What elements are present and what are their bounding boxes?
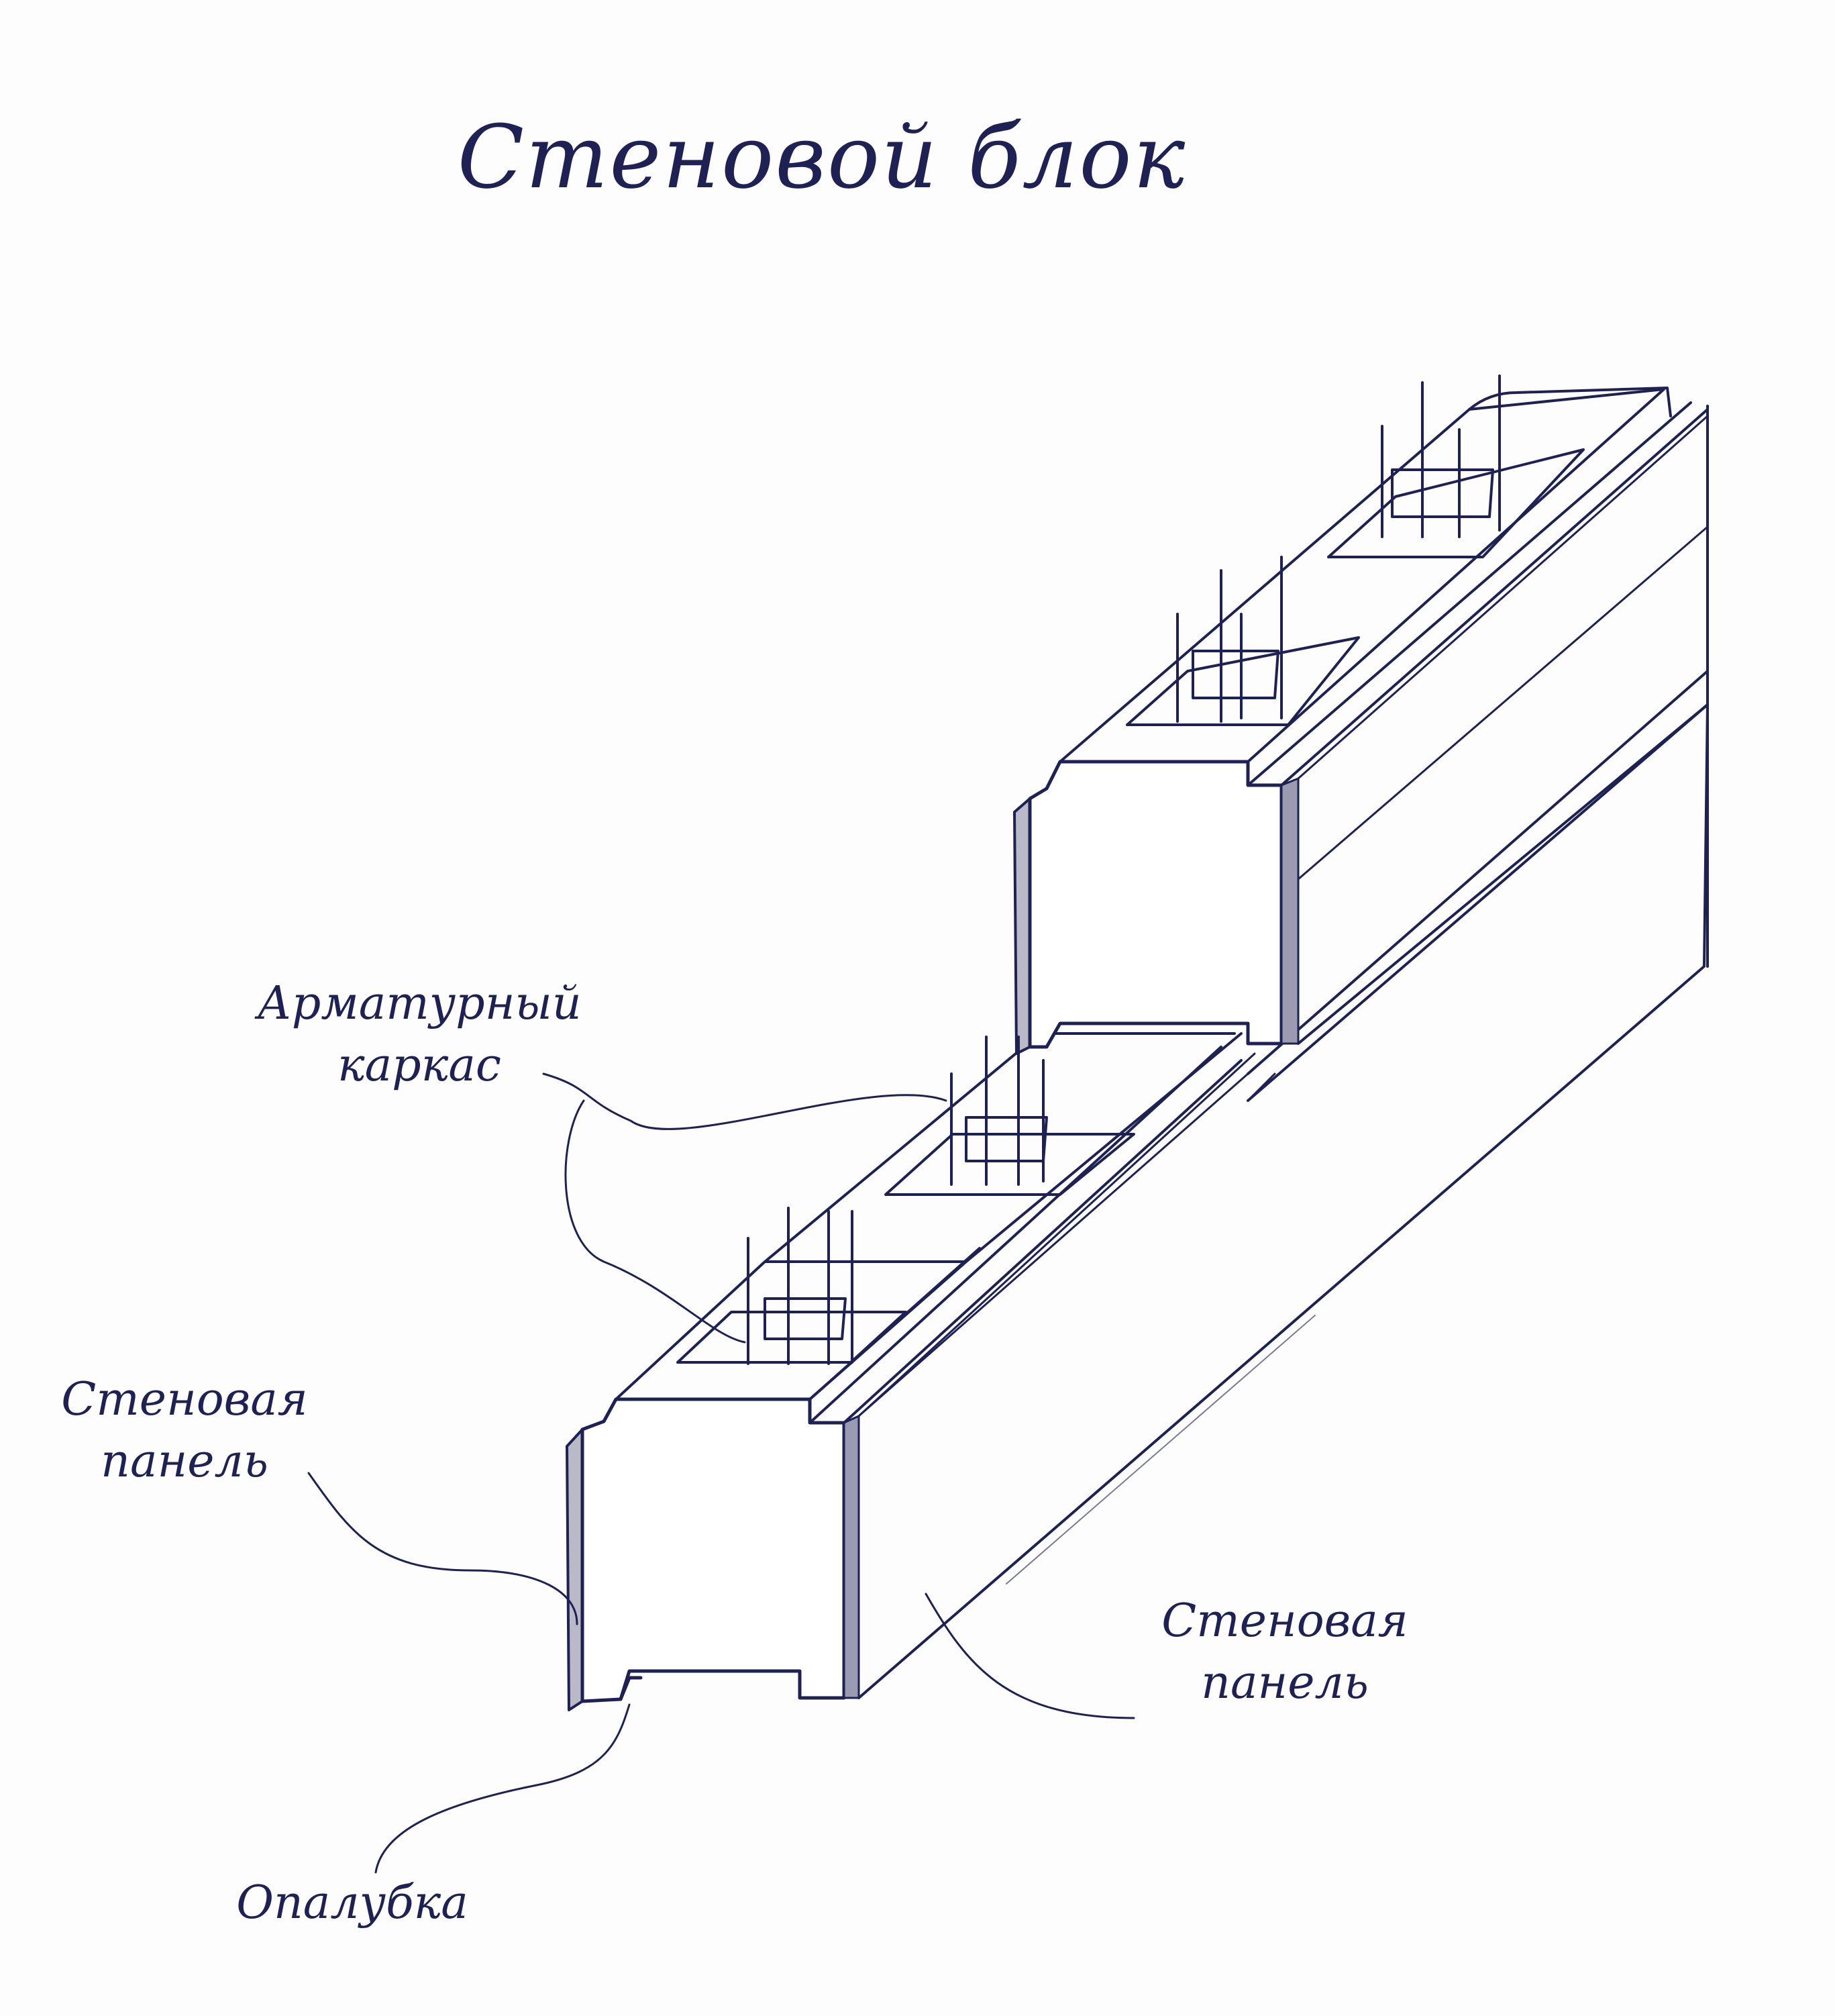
cavity-middle — [884, 1133, 1135, 1196]
right-wall-panel-front — [843, 1415, 860, 1699]
rebar-cage-3 — [1176, 556, 1283, 723]
leader-panel-left — [307, 1472, 578, 1625]
front-end-face — [580, 1397, 846, 1703]
label-reinforcement-line2: каркас — [337, 1039, 501, 1092]
right-wall-panel — [857, 670, 1709, 1699]
back-end-face — [1028, 760, 1283, 1049]
label-reinforcement-frame: Арматурный каркас — [201, 973, 637, 1097]
cavity-back-far — [1327, 448, 1585, 558]
front-block — [566, 1397, 860, 1711]
rebar-cage-4 — [1381, 374, 1501, 538]
label-wall-panel-left-line2: панель — [101, 1435, 268, 1488]
left-wall-panel-front — [566, 1428, 584, 1711]
label-formwork: Опалубка — [236, 1876, 468, 1929]
label-wall-panel-left-line1: Стеновая — [61, 1373, 308, 1426]
rebar-cage-2 — [950, 1036, 1048, 1186]
label-wall-panel-right: Стеновая панель — [1127, 1591, 1443, 1714]
label-wall-panel-left: Стеновая панель — [27, 1369, 342, 1493]
rebar-cage-1 — [747, 1207, 853, 1365]
cavity-front — [676, 1311, 907, 1364]
leader-reinforcement-lower — [564, 1099, 746, 1344]
leader-panel-right — [925, 1593, 1135, 1719]
label-reinforcement-line1: Арматурный — [257, 977, 582, 1030]
reinforcement-cages — [747, 374, 1501, 1365]
label-wall-panel-right-line2: панель — [1201, 1656, 1369, 1709]
leader-reinforcement — [542, 1072, 947, 1130]
back-block — [1013, 387, 1709, 1055]
leader-formwork — [374, 1703, 631, 1874]
cavity-back-near — [1126, 636, 1360, 726]
leader-lines — [307, 1072, 1135, 1874]
label-wall-panel-right-line1: Стеновая — [1161, 1595, 1408, 1648]
back-left-panel — [1013, 797, 1031, 1055]
front-block-top — [615, 1032, 1256, 1424]
formwork-notch — [619, 1676, 643, 1701]
diagram-title: Стеновой блок — [457, 106, 1187, 208]
